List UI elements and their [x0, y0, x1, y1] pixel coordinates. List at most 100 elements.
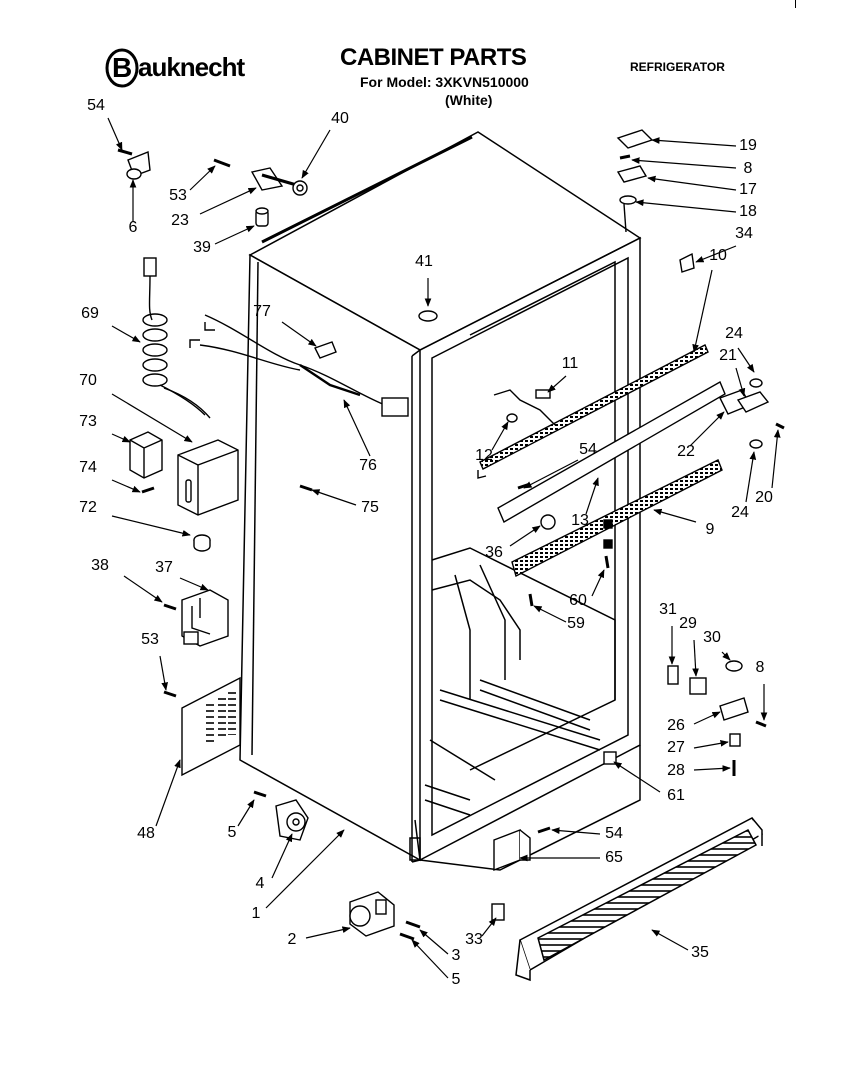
callout-label-c54a: 54: [87, 97, 105, 114]
bottom-hinge-group: [603, 660, 767, 776]
leader-arrow-c21: [735, 367, 746, 397]
callout-label-c27: 27: [667, 739, 685, 756]
callout-label-c12: 12: [475, 447, 493, 464]
callout-label-c28: 28: [667, 762, 685, 779]
callout-label-c36: 36: [485, 544, 503, 561]
leader-arrow-c34: [695, 245, 737, 263]
color-variant: (White): [445, 92, 493, 108]
leader-arrow-c38: [123, 575, 163, 603]
callout-label-c1: 1: [252, 905, 261, 922]
leader-arrow-c37: [179, 577, 209, 591]
leader-arrow-c39: [214, 225, 255, 245]
top-hinge-group: [616, 129, 695, 273]
callout-label-c33: 33: [465, 931, 483, 948]
wiring-harness: [189, 314, 409, 417]
leader-arrow-c1: [265, 829, 345, 909]
leader-arrow-c29: [692, 639, 699, 677]
leader-arrow-c18: [635, 199, 737, 213]
leader-arrow-c74: [111, 479, 141, 493]
leader-arrow-c4: [271, 833, 293, 879]
leader-arrow-c54c: [551, 827, 601, 835]
callout-label-c37: 37: [155, 559, 173, 576]
callout-label-c39: 39: [193, 239, 211, 256]
center-hinge-group: [736, 378, 785, 449]
leader-arrow-c9: [653, 508, 697, 523]
leader-arrow-c3: [419, 929, 449, 955]
callout-label-c9: 9: [706, 521, 715, 538]
leader-arrow-c72: [111, 515, 191, 537]
leader-arrow-c61: [613, 761, 661, 793]
callout-label-c73: 73: [79, 413, 97, 430]
cabinet-shell: [239, 131, 642, 871]
leader-arrow-c2: [305, 926, 351, 939]
leader-arrow-c70: [111, 393, 193, 443]
callout-label-c3: 3: [452, 947, 461, 964]
callout-label-c19: 19: [739, 137, 757, 154]
model-number: For Model: 3XKVN510000: [360, 74, 529, 90]
screw-60: [604, 555, 610, 569]
margin-tick: [795, 0, 796, 8]
leader-arrow-c69: [111, 325, 141, 343]
svg-text:auknecht: auknecht: [138, 52, 245, 82]
callout-label-c6: 6: [129, 219, 138, 236]
control-rail: [493, 389, 556, 426]
callout-label-c65: 65: [605, 849, 623, 866]
leader-arrow-c59: [533, 605, 567, 623]
bauknecht-logo: B auknecht: [105, 48, 246, 88]
crisper-rail-10: [477, 344, 709, 479]
leader-arrow-c23: [199, 187, 257, 215]
compressor-electrical: [129, 431, 239, 552]
leader-arrow-c77: [281, 321, 317, 347]
callout-label-c2: 2: [288, 931, 297, 948]
front-roller: [253, 790, 309, 841]
leader-arrow-c76: [343, 399, 371, 457]
leader-arrow-c36: [509, 525, 541, 547]
callout-label-c75: 75: [361, 499, 379, 516]
callout-label-c72: 72: [79, 499, 97, 516]
callout-label-c5a: 5: [228, 824, 237, 841]
callout-label-c34: 34: [735, 225, 753, 242]
leader-arrow-c54a: [107, 117, 123, 151]
leader-arrow-c26: [693, 711, 721, 725]
leader-arrow-c75: [311, 489, 357, 506]
leader-arrow-c5a: [237, 799, 255, 827]
leader-arrow-c22: [689, 411, 725, 447]
leader-arrow-c20: [771, 429, 781, 489]
callout-label-c53b: 53: [141, 631, 159, 648]
callout-label-c8a: 8: [744, 160, 753, 177]
wire-clip: [314, 341, 337, 359]
callout-label-c60: 60: [569, 592, 587, 609]
relay-bracket: [163, 589, 229, 647]
leader-arrow-c11: [547, 375, 567, 393]
svg-text:B: B: [112, 52, 132, 83]
power-cord: [142, 257, 211, 419]
plug-41: [418, 310, 438, 322]
leader-arrow-c19: [651, 137, 737, 147]
callout-label-c38: 38: [91, 557, 109, 574]
callout-label-c20: 20: [755, 489, 773, 506]
leader-arrow-c5b: [411, 939, 449, 979]
leader-arrow-c35: [651, 929, 689, 951]
callout-label-c21: 21: [719, 347, 737, 364]
grille-clip: [491, 903, 505, 921]
leader-arrow-c10: [692, 269, 713, 353]
callout-label-c30: 30: [703, 629, 721, 646]
callout-label-c11: 11: [562, 355, 579, 372]
callout-label-c69: 69: [81, 305, 99, 322]
callout-label-c54b: 54: [579, 441, 597, 458]
callout-label-c48: 48: [137, 825, 155, 842]
leader-arrow-c13: [585, 477, 599, 515]
leader-arrow-c53b: [159, 655, 168, 691]
callout-label-c13: 13: [571, 512, 589, 529]
leader-arrow-c54b: [523, 459, 579, 489]
leader-arrow-c17: [647, 175, 737, 191]
leader-arrow-c24b: [745, 451, 757, 503]
leader-arrow-c30: [721, 651, 731, 661]
leader-arrow-c60: [591, 569, 605, 597]
base-grille: [515, 817, 764, 982]
hinge-group: [213, 158, 308, 227]
callout-label-c22: 22: [677, 443, 695, 460]
screw-75: [299, 484, 313, 492]
